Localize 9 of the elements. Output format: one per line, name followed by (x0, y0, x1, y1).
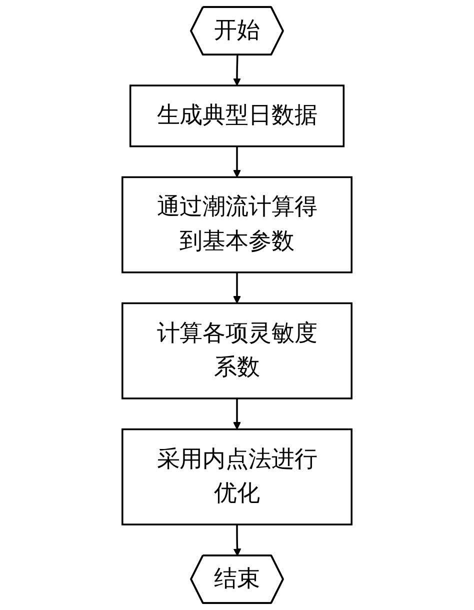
arrow (233, 524, 242, 556)
arrow (233, 398, 241, 430)
arrow (233, 146, 241, 178)
node-box: 生成典型日数据 (129, 84, 345, 148)
node-box: 采用内点法进行优化 (122, 428, 352, 526)
arrow (233, 55, 241, 86)
arrow (233, 272, 241, 304)
node-box: 通过潮流计算得到基本参数 (122, 176, 352, 274)
node-box: 计算各项灵敏度系数 (122, 302, 352, 400)
